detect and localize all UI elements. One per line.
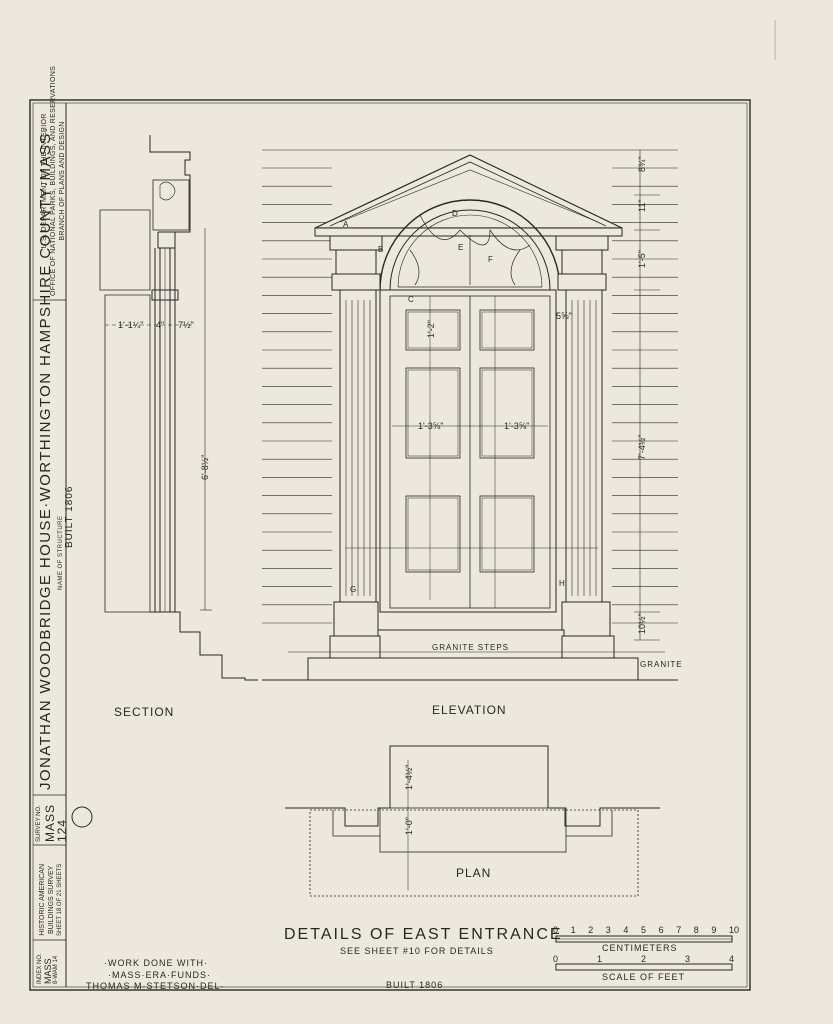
dim-plan-a: 1'-4½" bbox=[404, 765, 414, 790]
callout-a: A bbox=[343, 220, 349, 229]
dim-plan-b: 1'-0" bbox=[404, 817, 414, 835]
cm-scale-ticks: 0 1 2 3 4 5 6 7 8 9 10 bbox=[553, 925, 739, 935]
ft-scale-ticks: 0 1 2 3 4 bbox=[553, 954, 734, 964]
dim-section-a: 4" bbox=[156, 320, 164, 330]
ft-tick-label: 4 bbox=[729, 954, 734, 964]
cm-tick-label: 3 bbox=[606, 925, 611, 935]
drawing-subtitle: SEE SHEET #10 FOR DETAILS bbox=[340, 946, 494, 956]
survey-no-line2: 124 bbox=[55, 818, 69, 842]
structure-name: JONATHAN WOODBRIDGE HOUSE·WORTHINGTON HA… bbox=[37, 126, 55, 790]
ft-tick-label: 2 bbox=[641, 954, 646, 964]
plan-label: PLAN bbox=[456, 866, 492, 880]
cm-tick-label: 0 bbox=[553, 925, 558, 935]
cm-tick-label: 5 bbox=[641, 925, 646, 935]
section-drawing bbox=[99, 135, 258, 681]
elevation-drawing bbox=[262, 149, 678, 681]
dim-panel: 1'-2" bbox=[426, 320, 436, 338]
outer-frame bbox=[29, 99, 751, 991]
survey-caption: SURVEY NO. bbox=[36, 805, 42, 842]
door-panels bbox=[405, 309, 535, 573]
clapboards bbox=[262, 167, 678, 624]
dim-base: 10½" bbox=[637, 613, 647, 634]
callout-e: E bbox=[458, 243, 463, 252]
dimension-labels: 8¾" 11" 1'-5" 7'-4½" 10½" 1'-3⅝" 1'-3⅝" … bbox=[118, 156, 647, 835]
callout-d: D bbox=[452, 209, 458, 218]
cm-tick-label: 1 bbox=[571, 925, 576, 935]
cm-tick-label: 9 bbox=[711, 925, 716, 935]
elevation-label: ELEVATION bbox=[432, 703, 507, 717]
agency-line3: BRANCH OF PLANS AND DESIGN bbox=[59, 121, 66, 241]
cm-scale bbox=[555, 935, 733, 943]
cm-tick-label: 6 bbox=[659, 925, 664, 935]
seal-stamp bbox=[71, 806, 93, 828]
dim-section-b: 7½" bbox=[178, 320, 194, 330]
dim-fan: 1'-5" bbox=[637, 250, 647, 268]
plan-drawing bbox=[285, 745, 660, 897]
dim-door-height: 7'-4½" bbox=[637, 435, 647, 460]
drawing-title: DETAILS OF EAST ENTRANCE bbox=[284, 926, 563, 943]
structure-name-text: JONATHAN WOODBRIDGE HOUSE·WORTHINGTON HA… bbox=[37, 125, 54, 790]
callout-g: G bbox=[350, 585, 356, 594]
credit-line1: ·WORK DONE WITH· bbox=[104, 958, 208, 968]
section-label: SECTION bbox=[114, 705, 175, 719]
dim-pediment: 8¾" bbox=[637, 156, 647, 172]
ft-tick-label: 0 bbox=[553, 954, 558, 964]
drawing-built: BUILT 1806 bbox=[386, 980, 444, 990]
callout-b: B bbox=[378, 245, 383, 254]
ft-tick-label: 1 bbox=[597, 954, 602, 964]
cm-tick-label: 8 bbox=[694, 925, 699, 935]
dim-door-width-left: 1'-3⅝" bbox=[418, 421, 443, 431]
ft-scale bbox=[555, 963, 733, 971]
dim-section-height: 6'-8½" bbox=[200, 455, 210, 480]
granite-label: GRANITE bbox=[640, 660, 683, 669]
granite-steps-label: GRANITE STEPS bbox=[432, 643, 509, 652]
cm-scale-label: CENTIMETERS bbox=[602, 943, 678, 953]
cm-tick-label: 7 bbox=[676, 925, 681, 935]
survey-number: MASS 124 bbox=[43, 804, 69, 842]
credit-line3: THOMAS M·STETSON·DEL· bbox=[86, 981, 225, 991]
habs-block: HISTORIC AMERICAN BUILDINGS SURVEY SHEET… bbox=[39, 863, 63, 936]
callout-f: F bbox=[488, 255, 493, 264]
ft-tick-label: 3 bbox=[685, 954, 690, 964]
dim-col: 5⅝" bbox=[556, 311, 572, 321]
cm-tick-label: 10 bbox=[729, 925, 739, 935]
callout-h: H bbox=[559, 579, 565, 588]
cm-tick-label: 4 bbox=[623, 925, 628, 935]
dim-door-width-right: 1'-3⅝" bbox=[504, 421, 529, 431]
dim-cornice: 11" bbox=[637, 199, 647, 212]
credit-line2: ·MASS·ERA·FUNDS· bbox=[108, 970, 211, 980]
callout-letters: A B C D E F G H bbox=[343, 209, 565, 594]
callout-c: C bbox=[408, 295, 414, 304]
cm-tick-label: 2 bbox=[588, 925, 593, 935]
title-built: BUILT 1806 bbox=[64, 485, 75, 548]
ft-scale-label: SCALE OF FEET bbox=[602, 972, 685, 982]
index-block: INDEX NO. MASS 8-WAM 14 bbox=[37, 953, 59, 984]
dim-section-depth: 1'-1¼" bbox=[118, 320, 143, 330]
